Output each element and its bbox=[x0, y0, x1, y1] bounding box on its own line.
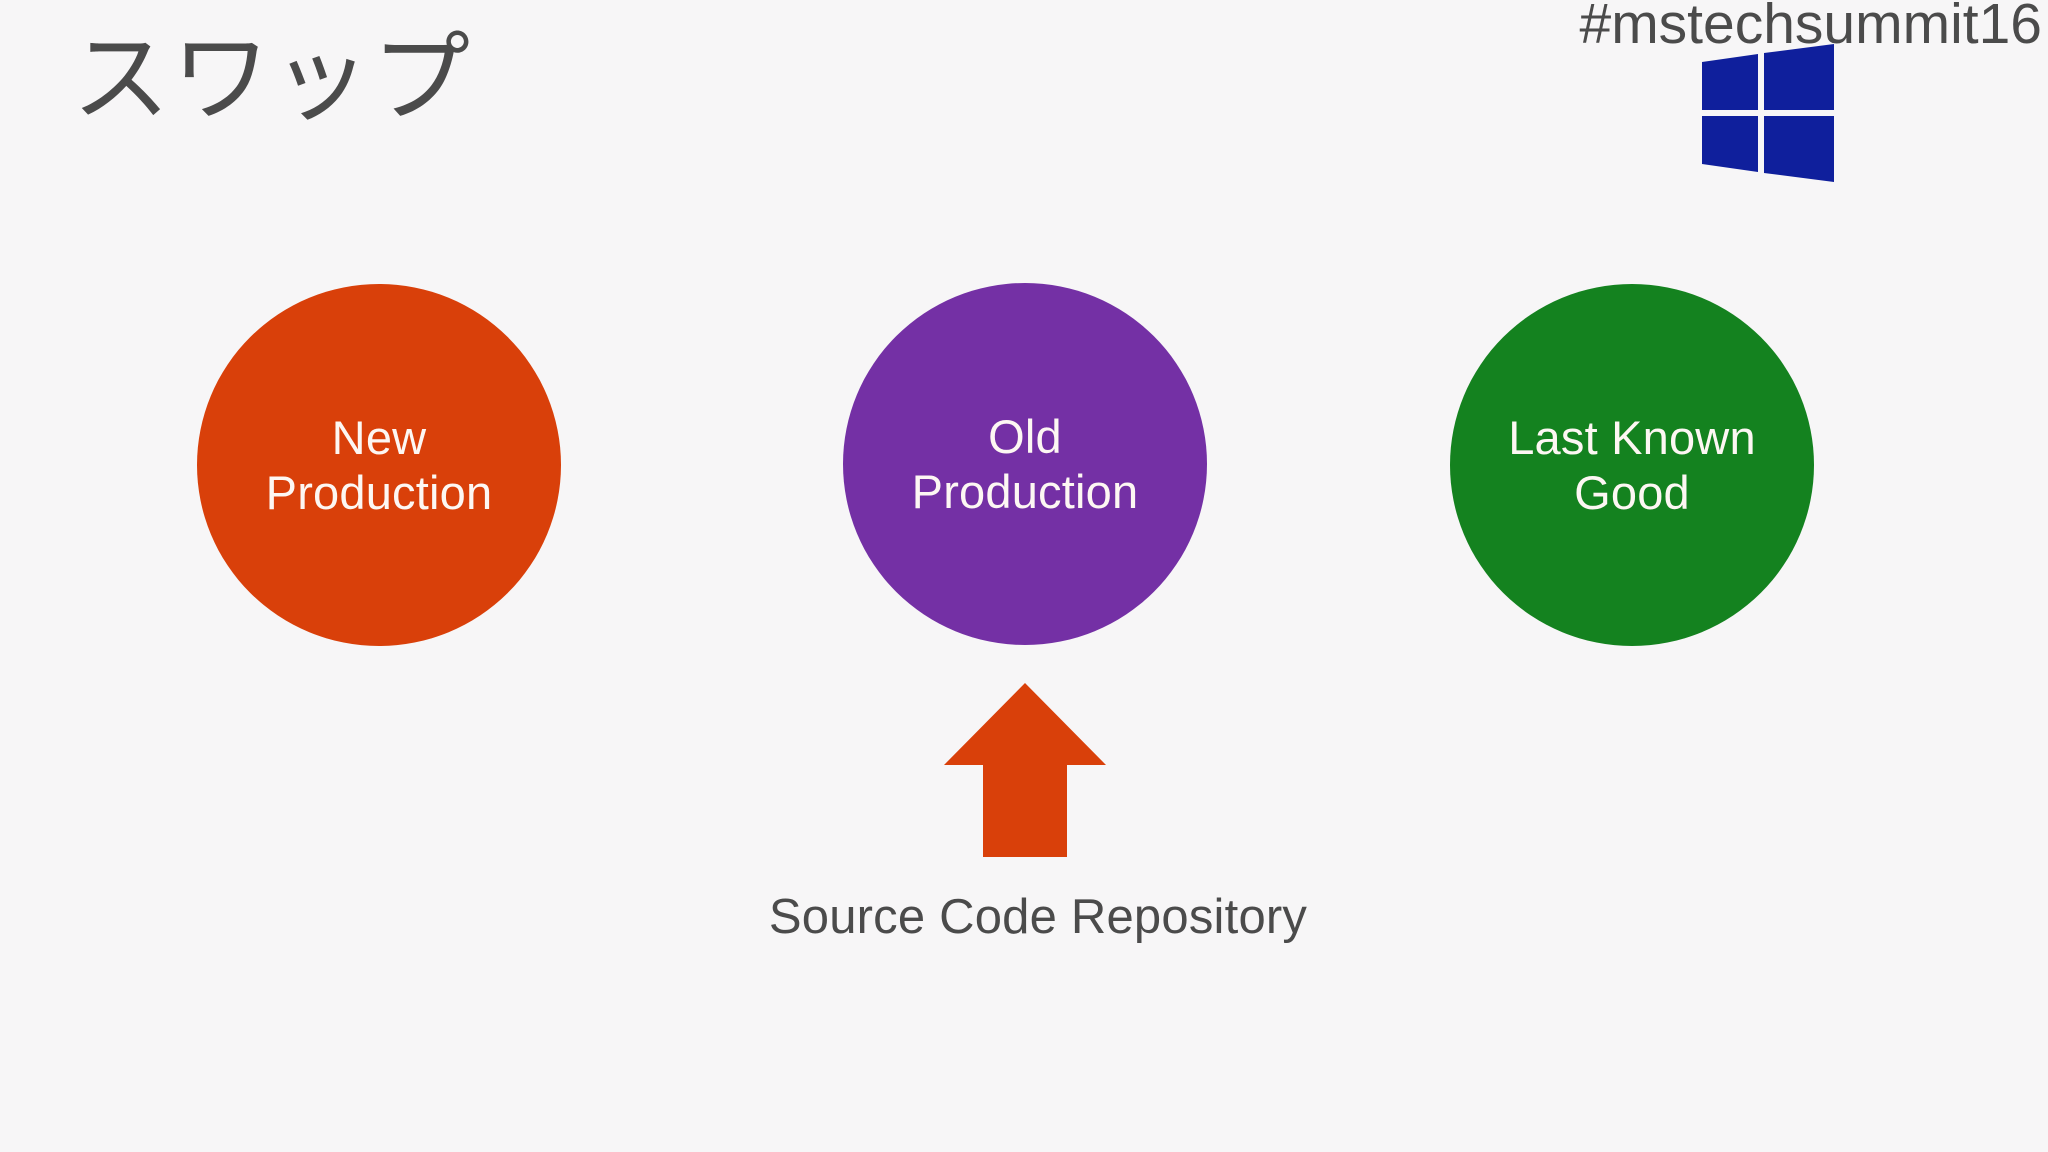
up-arrow-icon bbox=[942, 681, 1108, 859]
page-title: スワップ bbox=[72, 23, 473, 133]
node-old-production[interactable]: Old Production bbox=[843, 283, 1207, 645]
event-hashtag: #mstechsummit16 bbox=[1579, 0, 2043, 56]
node-new-production[interactable]: New Production bbox=[197, 284, 561, 646]
windows-logo bbox=[1702, 44, 1834, 182]
node-old-production-label: Old Production bbox=[911, 409, 1139, 518]
node-last-known-good[interactable]: Last Known Good bbox=[1450, 284, 1814, 646]
source-code-repository-caption: Source Code Repository bbox=[768, 890, 1308, 944]
node-new-production-label: New Production bbox=[265, 410, 493, 519]
node-last-known-good-label: Last Known Good bbox=[1508, 410, 1756, 519]
